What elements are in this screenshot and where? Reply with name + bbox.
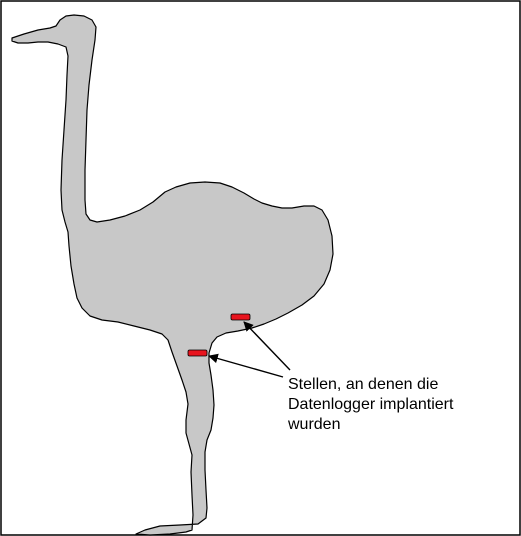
data-logger-marker-lower-icon xyxy=(188,350,207,356)
annotation-line-1: Stellen, an denen die xyxy=(288,375,508,395)
annotation-line-2: Datenlogger implantiert xyxy=(288,395,508,415)
annotation-label: Stellen, an denen die Datenlogger implan… xyxy=(288,375,508,435)
arrow-to-upper-logger xyxy=(244,322,290,370)
arrow-to-lower-logger xyxy=(209,356,283,377)
ostrich-silhouette-icon xyxy=(12,15,333,535)
data-logger-marker-upper-icon xyxy=(231,314,250,320)
annotation-line-3: wurden xyxy=(288,415,508,435)
